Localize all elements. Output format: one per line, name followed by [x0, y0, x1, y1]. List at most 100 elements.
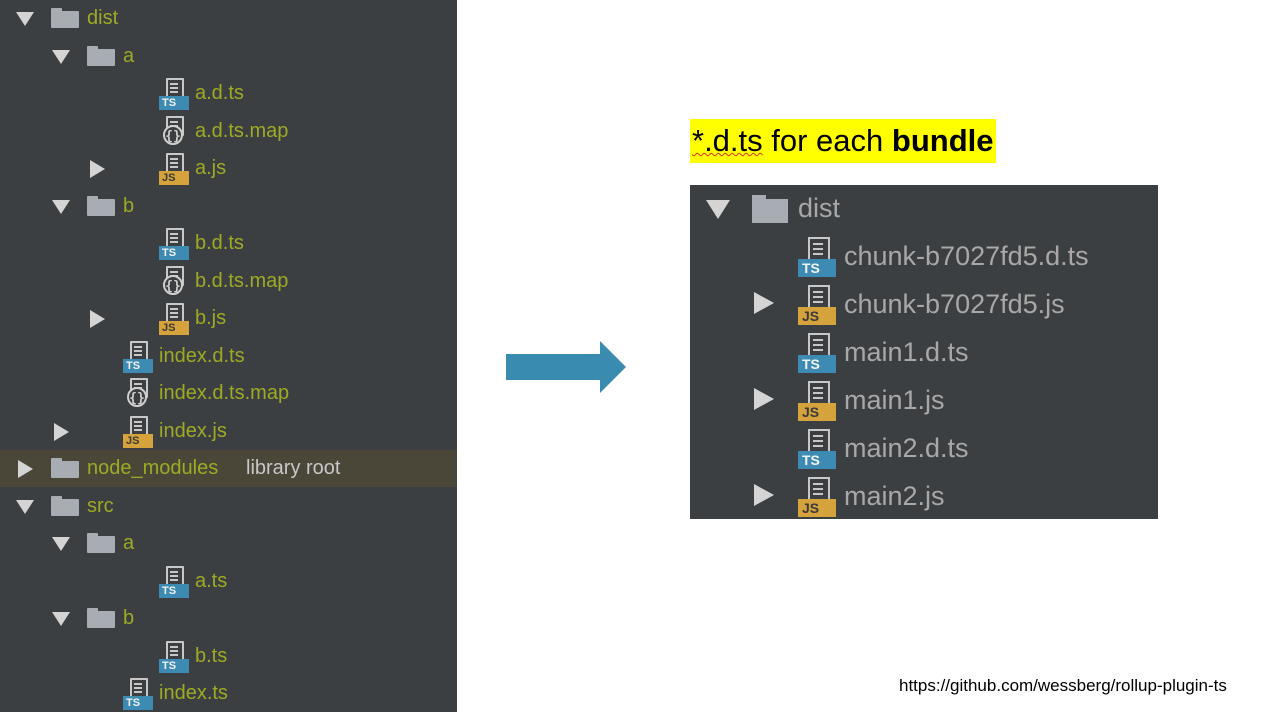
js-file-icon: JS: [159, 153, 189, 185]
tree-row[interactable]: {}index.d.ts.map: [0, 375, 457, 412]
expand-arrow-icon[interactable]: [90, 310, 105, 328]
tree-row-label: b.d.ts: [195, 232, 244, 254]
tree-row[interactable]: dist: [0, 0, 457, 37]
folder-icon: [752, 195, 788, 223]
tree-row-label: main1.js: [844, 385, 945, 415]
source-url: https://github.com/wessberg/rollup-plugi…: [899, 676, 1227, 695]
tree-row-label: a: [123, 44, 135, 67]
folder-icon: [87, 608, 115, 628]
tree-row[interactable]: b: [0, 600, 457, 637]
collapse-arrow-icon[interactable]: [52, 612, 70, 626]
ts-badge: TS: [798, 451, 836, 469]
caption-middle: for each: [762, 123, 892, 158]
collapse-arrow-icon[interactable]: [52, 199, 70, 214]
folder-icon: [51, 8, 79, 28]
collapse-arrow-icon[interactable]: [16, 499, 34, 514]
caption: *.d.ts for each bundle: [690, 119, 996, 163]
tree-row-label: src: [87, 494, 114, 517]
collapse-arrow-icon[interactable]: [706, 200, 730, 219]
collapse-arrow-icon[interactable]: [16, 12, 34, 26]
tree-row[interactable]: {} b.d.ts.map: [0, 263, 457, 300]
tree-row[interactable]: TS a.d.ts: [0, 75, 457, 112]
tree-row[interactable]: TS a.ts: [0, 563, 457, 600]
collapse-arrow-icon[interactable]: [52, 537, 70, 551]
tree-row-label: a.ts: [195, 569, 228, 592]
ts-badge: TS: [123, 696, 153, 710]
ts-file-icon: TS: [798, 429, 836, 469]
js-badge: JS: [798, 307, 836, 325]
expand-arrow-icon[interactable]: [754, 388, 774, 410]
js-badge: JS: [123, 433, 153, 448]
tree-row[interactable]: TS index.d.ts: [0, 338, 457, 375]
expand-arrow-icon[interactable]: [90, 160, 105, 178]
js-file-icon: JS: [123, 415, 153, 448]
tree-row[interactable]: JS main1.js: [690, 377, 1158, 425]
tree-row[interactable]: TS index.ts: [0, 675, 457, 712]
tree-row-label: a.js: [195, 157, 227, 179]
ts-badge: TS: [798, 355, 836, 373]
ts-badge: TS: [159, 583, 189, 598]
expand-arrow-icon[interactable]: [754, 292, 774, 314]
expand-arrow-icon[interactable]: [18, 460, 33, 478]
tree-row[interactable]: {}a.d.ts.map: [0, 113, 457, 150]
tree-row-label: index.ts: [159, 682, 228, 704]
tree-row-label: main2.d.ts: [844, 433, 969, 463]
ts-file-icon: TS: [159, 228, 189, 260]
tree-row-label: dist: [798, 193, 841, 223]
tree-row[interactable]: dist: [690, 185, 1158, 233]
tree-row[interactable]: b: [0, 188, 457, 225]
ts-badge: TS: [123, 358, 153, 373]
sourcemap-file-icon: {}: [123, 378, 153, 410]
tree-row-label: b.ts: [195, 644, 228, 667]
js-badge: JS: [798, 403, 836, 421]
tree-row[interactable]: JS a.js: [0, 150, 457, 187]
ts-file-icon: TS: [159, 565, 189, 598]
ts-file-icon: TS: [159, 78, 189, 110]
ts-file-icon: TS: [123, 340, 153, 373]
ts-file-icon: TS: [159, 640, 189, 673]
js-badge: JS: [159, 171, 189, 185]
folder-icon: [51, 495, 79, 516]
tree-row[interactable]: a: [0, 525, 457, 562]
tree-row[interactable]: src: [0, 488, 457, 525]
tree-row-label: b: [123, 607, 135, 629]
caption-bold: bundle: [891, 123, 994, 158]
collapse-arrow-icon[interactable]: [52, 49, 70, 64]
tree-row-label: dist: [87, 7, 119, 29]
tree-row[interactable]: TS main2.d.ts: [690, 425, 1158, 473]
js-badge: JS: [798, 499, 836, 517]
tree-row-label: main1.d.ts: [844, 337, 969, 367]
tree-row-label: b: [123, 194, 135, 217]
ts-file-icon: TS: [798, 333, 836, 373]
js-file-icon: JS: [159, 303, 189, 335]
right-arrow-icon: [506, 341, 626, 393]
tree-row-label: b.d.ts.map: [195, 269, 289, 292]
js-badge: JS: [159, 321, 189, 335]
expand-arrow-icon[interactable]: [54, 422, 69, 441]
tree-row-label: a.d.ts: [195, 82, 244, 104]
caption-prefix: *.d.ts: [692, 123, 763, 158]
tree-row[interactable]: a: [0, 38, 457, 75]
ts-file-icon: TS: [123, 678, 153, 710]
folder-icon: [51, 458, 79, 478]
folder-icon: [87, 195, 115, 216]
tree-row[interactable]: TS main1.d.ts: [690, 329, 1158, 377]
tree-row-label: index.d.ts: [159, 344, 245, 367]
expand-arrow-icon[interactable]: [754, 484, 774, 506]
sourcemap-file-icon: {}: [159, 265, 189, 298]
tree-row-label: a: [123, 532, 135, 554]
tree-row-label: node_modules: [87, 457, 219, 479]
tree-row[interactable]: TS b.ts: [0, 638, 457, 675]
tree-row[interactable]: TS b.d.ts: [0, 225, 457, 262]
ts-badge: TS: [159, 246, 189, 260]
folder-icon: [87, 45, 115, 66]
braces-glyph: {}: [127, 387, 147, 407]
tree-row-label: a.d.ts.map: [195, 119, 289, 142]
